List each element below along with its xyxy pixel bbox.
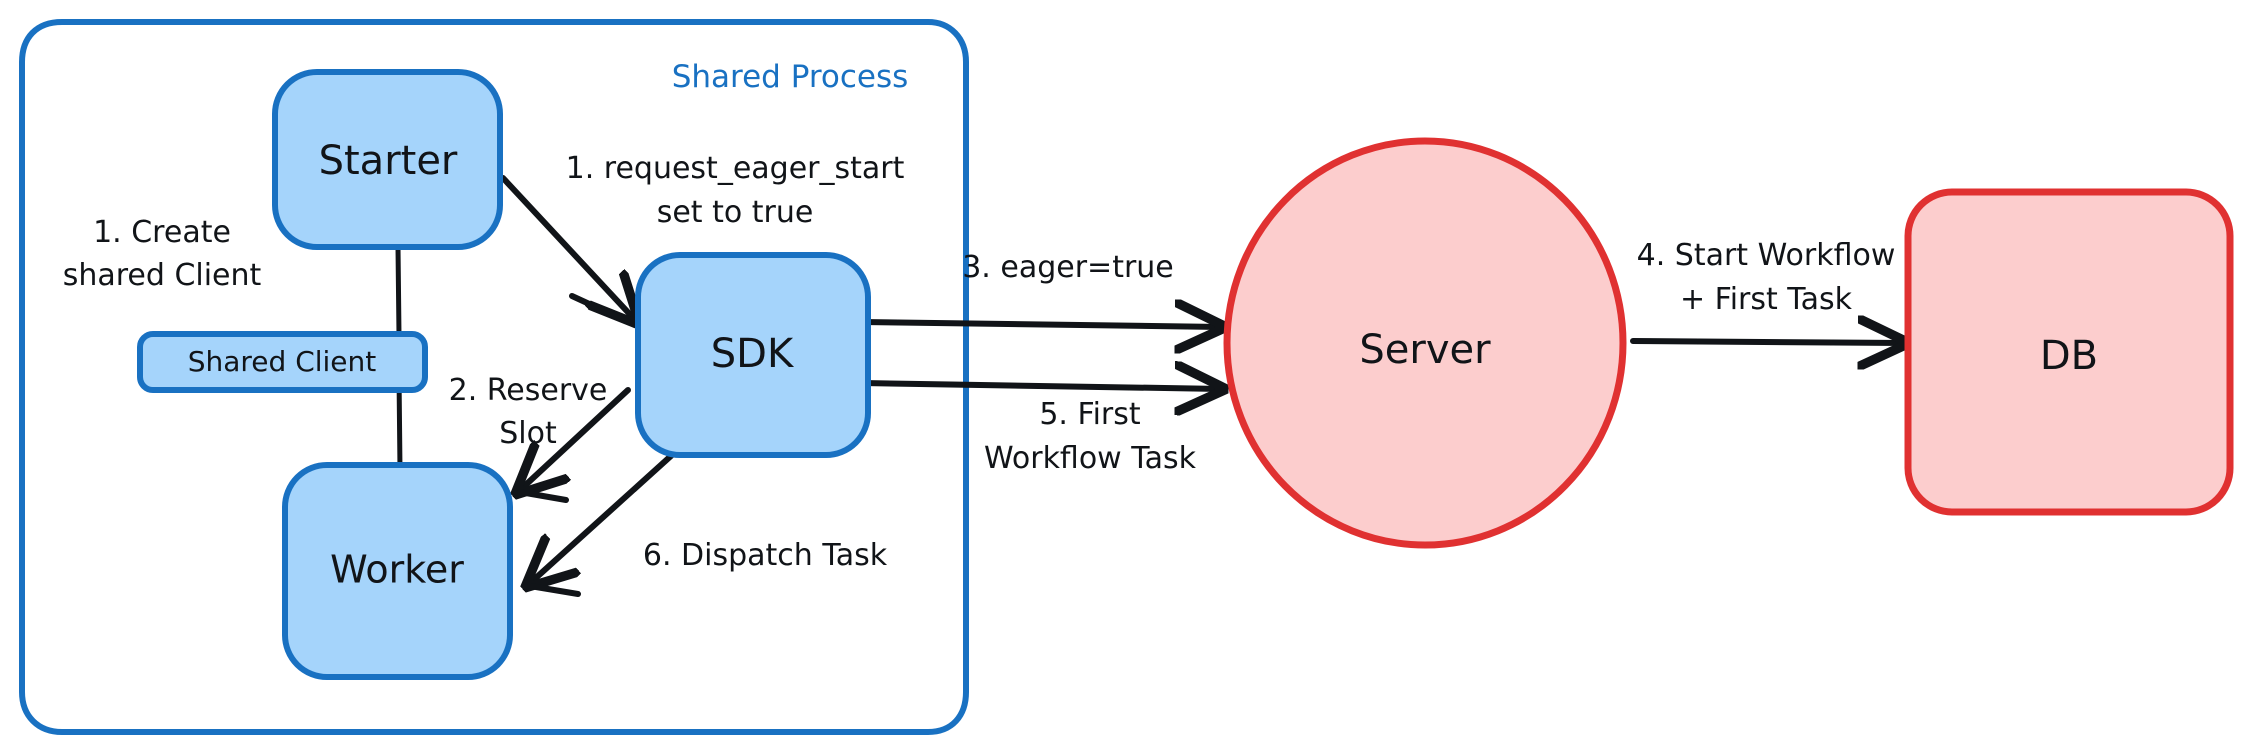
edge-label-line-1: 4. Start Workflow — [1637, 238, 1896, 273]
label-reserve-slot: 2. Reserve Slot — [449, 373, 608, 451]
worker-box[interactable] — [282, 462, 513, 680]
node-db[interactable]: DB — [1904, 188, 2234, 516]
edge-label-line-1: 3. eager=true — [962, 250, 1174, 285]
db-label: DB — [2040, 333, 2098, 379]
edge-start-workflow-first-task — [1630, 341, 1905, 343]
sdk-label: SDK — [711, 331, 795, 377]
edge-label-line-1: 5. First — [1039, 397, 1141, 432]
label-eager-true: 3. eager=true — [962, 250, 1174, 285]
edge-first-workflow-task — [859, 383, 1222, 389]
shared-client-box[interactable] — [137, 331, 428, 393]
edge-eager-true — [859, 322, 1222, 327]
sdk-box[interactable] — [635, 252, 871, 458]
edge-label-line-2: + First Task — [1680, 282, 1853, 317]
edge-label-line-2: set to true — [657, 195, 814, 230]
node-starter[interactable]: Starter — [272, 69, 503, 250]
label-create-shared-client: 1. Create shared Client — [63, 215, 262, 293]
label-start-workflow-first-task: 4. Start Workflow + First Task — [1637, 238, 1896, 317]
worker-label: Worker — [330, 548, 464, 592]
edge-request-eager-start — [500, 175, 637, 325]
edge-label-line-2: shared Client — [63, 258, 262, 293]
db-box[interactable] — [1904, 188, 2234, 516]
shared-client-label: Shared Client — [188, 345, 377, 378]
edge-dispatch-task — [528, 452, 675, 597]
label-request-eager-start: 1. request_eager_start set to true — [566, 151, 905, 230]
edge-label-line-1: 1. Create — [93, 215, 231, 250]
shared-process-border — [19, 19, 969, 735]
node-shared-client[interactable]: Shared Client — [137, 331, 428, 393]
label-dispatch-task: 6. Dispatch Task — [643, 538, 888, 573]
edge-label-line-2: Workflow Task — [984, 441, 1197, 476]
shared-process-title: Shared Process — [672, 59, 909, 95]
edge-label-line-1: 1. request_eager_start — [566, 151, 905, 186]
edge-label-line-2: Slot — [499, 416, 557, 451]
node-sdk[interactable]: SDK — [635, 252, 871, 458]
server-ellipse[interactable] — [1223, 137, 1627, 549]
edge-reserve-slot — [518, 387, 631, 503]
node-worker[interactable]: Worker — [282, 462, 513, 680]
edge-label-line-1: 2. Reserve — [449, 373, 608, 408]
node-server[interactable]: Server — [1223, 137, 1627, 549]
shared-process-group: Shared Process — [19, 19, 969, 735]
starter-box[interactable] — [272, 69, 503, 250]
label-first-workflow-task: 5. First Workflow Task — [984, 397, 1197, 476]
edge-label-line-1: 6. Dispatch Task — [643, 538, 888, 573]
server-label: Server — [1359, 327, 1491, 373]
starter-label: Starter — [319, 138, 458, 184]
